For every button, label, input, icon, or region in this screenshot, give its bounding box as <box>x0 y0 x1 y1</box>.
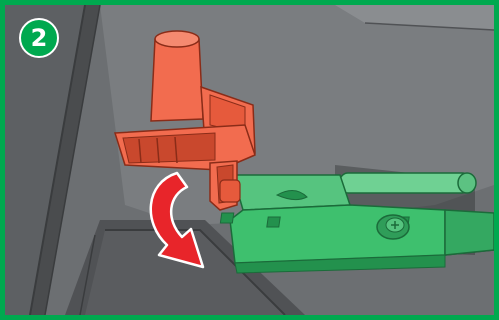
screw-icon <box>377 215 409 239</box>
step-number-badge: 2 <box>19 18 59 58</box>
tray-illustration <box>5 5 494 315</box>
